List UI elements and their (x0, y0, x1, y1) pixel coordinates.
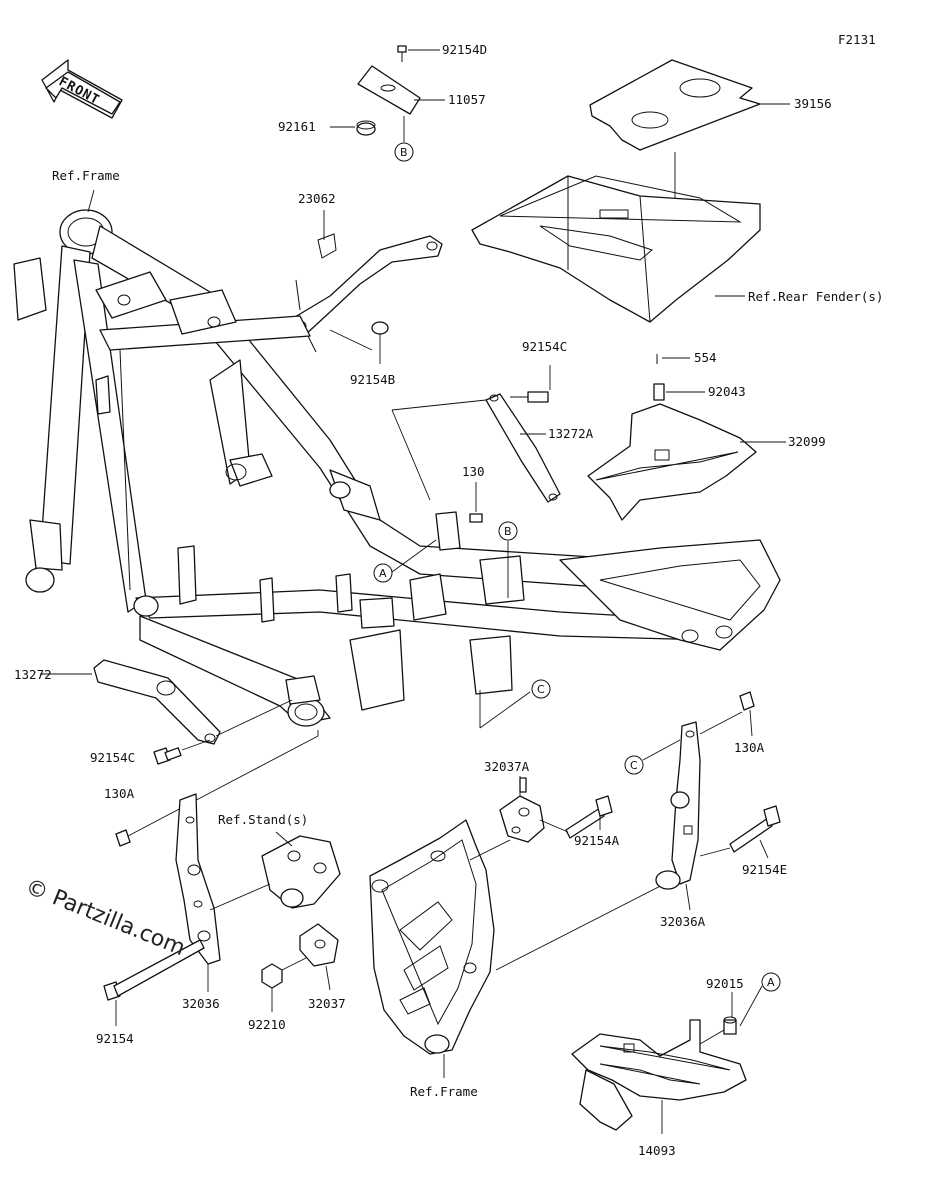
bracket-32037 (299, 923, 339, 991)
callout-c-frame (531, 679, 551, 699)
callout-a-frame (373, 563, 393, 583)
label-32036A: 32036A (660, 914, 706, 929)
label-39156: 39156 (794, 96, 832, 111)
label-13272A: 13272A (548, 426, 594, 441)
callout-c-frame-text: C (537, 683, 545, 696)
bracket-32036A (655, 721, 701, 911)
pin-554 (656, 354, 690, 364)
callout-a-frame-text: A (379, 567, 387, 580)
front-arrow-icon: FRONT (41, 59, 123, 119)
bolt-92154D (397, 45, 440, 62)
cover-32099 (587, 403, 786, 521)
bolt-92154E (699, 805, 781, 859)
callout-c-lower-text: C (630, 759, 638, 772)
bracket-13272 (40, 659, 293, 745)
label-92043: 92043 (708, 384, 746, 399)
bracket-11057 (357, 65, 445, 115)
callout-c-lower (624, 755, 644, 775)
label-130: 130 (462, 464, 485, 479)
lower-frame-casting (369, 819, 681, 1078)
collar-92015 (699, 985, 763, 1045)
ref-rear-fender: Ref.Rear Fender(s) (748, 289, 883, 304)
pin-92043 (653, 383, 705, 401)
bolt-92154 (103, 939, 205, 1026)
bolt-92154B (329, 321, 389, 364)
plate-32036 (175, 793, 221, 992)
callout-a-lower (761, 972, 781, 992)
label-13272: 13272 (14, 667, 52, 682)
label-554: 554 (694, 350, 717, 365)
ref-stand: Ref.Stand(s) (218, 812, 308, 827)
callout-b-frame (498, 521, 518, 541)
bolt-92154A (539, 795, 613, 839)
bolt-130A-right (739, 691, 755, 737)
label-92154C-top: 92154C (522, 339, 567, 354)
label-32099: 32099 (788, 434, 826, 449)
label-130A-left: 130A (104, 786, 135, 801)
label-130A-right: 130A (734, 740, 765, 755)
label-92154: 92154 (96, 1031, 134, 1046)
ref-frame-top: Ref.Frame (52, 168, 120, 183)
bolt-130 (469, 482, 483, 523)
callout-b-top-text: B (400, 146, 408, 159)
watermark: © Partzilla.com (22, 874, 189, 961)
label-92015: 92015 (706, 976, 744, 991)
callout-a-lower-text: A (767, 976, 775, 989)
callout-b-top (394, 142, 414, 162)
cover-14093 (571, 1019, 747, 1134)
label-32036: 32036 (182, 996, 220, 1011)
bolt-92154C-top (510, 365, 551, 403)
cover-39156 (589, 59, 790, 151)
bolt-130A-left (115, 735, 319, 847)
label-92154A: 92154A (574, 833, 620, 848)
bolt-92154C-left (153, 739, 211, 765)
grommet-92161 (330, 120, 376, 136)
label-32037: 32037 (308, 996, 346, 1011)
label-14093: 14093 (638, 1143, 676, 1158)
nut-92210 (261, 955, 311, 1012)
rear-fender-tray (471, 175, 761, 323)
diagram-code: F2131 (838, 32, 876, 47)
label-23062: 23062 (298, 191, 336, 206)
label-11057: 11057 (448, 92, 486, 107)
label-92154B: 92154B (350, 372, 395, 387)
label-92154D: 92154D (442, 42, 487, 57)
callout-b-frame-text: B (504, 525, 512, 538)
bracket-13272A (391, 393, 561, 503)
label-32037A: 32037A (484, 759, 530, 774)
label-92161: 92161 (278, 119, 316, 134)
bracket-23062 (289, 210, 443, 353)
stand-ref-plate (209, 831, 341, 911)
bracket-32037A (499, 776, 545, 843)
main-frame (13, 189, 781, 736)
label-92154C-left: 92154C (90, 750, 135, 765)
label-92154E: 92154E (742, 862, 787, 877)
label-92210: 92210 (248, 1017, 286, 1032)
ref-frame-bottom: Ref.Frame (410, 1084, 478, 1099)
